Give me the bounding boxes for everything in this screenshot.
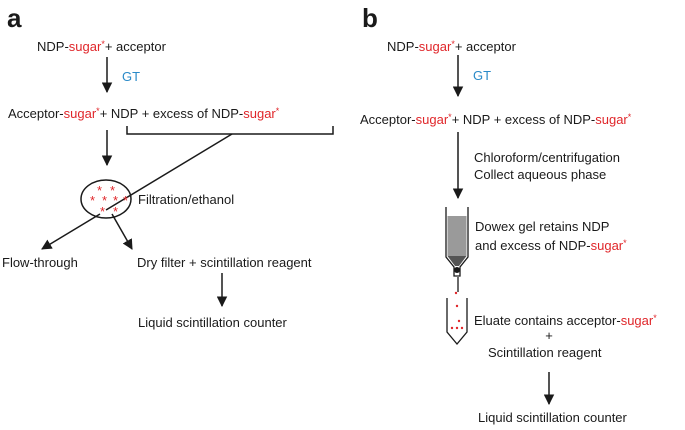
eluate-tube-icon [446, 291, 468, 346]
b-ndp-sugar-acceptor: NDP-sugar*+ acceptor [387, 39, 516, 54]
a-gt-label: GT [122, 69, 141, 84]
b-aqueous-label: Collect aqueous phase [474, 167, 607, 182]
panel-label-b: b [362, 3, 378, 33]
bracket-a-ndp [126, 126, 334, 135]
a-ndp-sugar-acceptor: NDP-sugar*+ acceptor [37, 39, 166, 54]
b-dowex-line2: and excess of NDP-sugar* [475, 238, 627, 253]
line-a-bracket-to-filter [105, 133, 233, 211]
a-dry-filter-label: Dry filter + scintillation reagent [137, 255, 312, 270]
a-acceptor-products: Acceptor-sugar*+ NDP + excess of NDP-sug… [8, 106, 280, 121]
b-reagent-label: Scintillation reagent [488, 345, 602, 360]
filter-ellipse [80, 179, 132, 219]
a-counter-label: Liquid scintillation counter [138, 315, 287, 330]
b-eluate-label: Eluate contains acceptor-sugar* [474, 313, 657, 328]
arrow-a-dry-filter [111, 213, 133, 250]
a-filtration-label: Filtration/ethanol [138, 192, 235, 207]
panel-label-a: a [7, 3, 22, 33]
b-plus-sign: + [545, 328, 553, 343]
arrow-a-flow-through [41, 213, 101, 250]
b-dowex-line1: Dowex gel retains NDP [475, 219, 610, 234]
b-chloroform-label: Chloroform/centrifugation [474, 150, 620, 165]
b-gt-label: GT [473, 68, 492, 83]
b-counter-label: Liquid scintillation counter [478, 410, 627, 425]
a-flow-through-label: Flow-through [2, 255, 78, 270]
dowex-column-icon [445, 207, 469, 277]
b-acceptor-products: Acceptor-sugar*+ NDP + excess of NDP-sug… [360, 112, 632, 127]
